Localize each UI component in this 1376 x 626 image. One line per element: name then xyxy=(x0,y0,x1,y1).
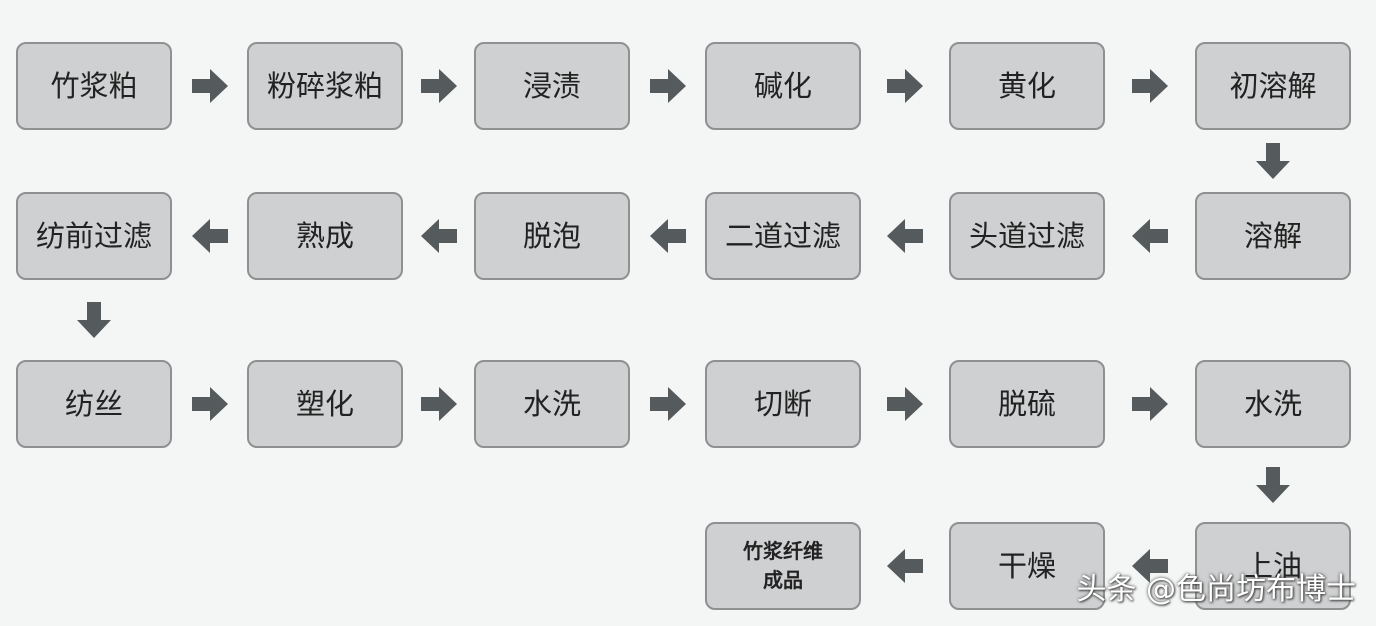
step-box-churongjie: 初溶解 xyxy=(1195,42,1351,130)
step-box-tuopao: 脱泡 xyxy=(474,192,630,280)
arrow-right-icon xyxy=(885,66,925,106)
step-box-zhujiangbo: 竹浆粕 xyxy=(16,42,172,130)
step-box-shangyou: 上油 xyxy=(1195,522,1351,610)
step-box-toudaoguolv: 头道过滤 xyxy=(949,192,1105,280)
step-box-huanghua: 黄化 xyxy=(949,42,1105,130)
arrow-left-icon xyxy=(885,546,925,586)
step-box-shuixi1: 水洗 xyxy=(474,360,630,448)
arrow-right-icon xyxy=(885,384,925,424)
arrow-left-icon xyxy=(190,216,230,256)
step-box-shucheng: 熟成 xyxy=(247,192,403,280)
step-box-suhua: 塑化 xyxy=(247,360,403,448)
arrow-right-icon xyxy=(190,384,230,424)
arrow-left-icon xyxy=(885,216,925,256)
arrow-right-icon xyxy=(419,384,459,424)
arrow-left-icon xyxy=(419,216,459,256)
arrow-left-icon xyxy=(1130,546,1170,586)
step-box-jinzi: 浸渍 xyxy=(474,42,630,130)
step-box-shuixi2: 水洗 xyxy=(1195,360,1351,448)
arrow-left-icon xyxy=(648,216,688,256)
arrow-right-icon xyxy=(1130,66,1170,106)
step-box-tuoliu: 脱硫 xyxy=(949,360,1105,448)
arrow-right-icon xyxy=(1130,384,1170,424)
arrow-left-icon xyxy=(1130,216,1170,256)
arrow-right-icon xyxy=(419,66,459,106)
step-box-chengpin: 竹浆纤维 成品 xyxy=(705,522,861,610)
arrow-right-icon xyxy=(190,66,230,106)
arrow-down-icon xyxy=(74,300,114,340)
step-box-erdaoguolv: 二道过滤 xyxy=(705,192,861,280)
step-box-jianhua: 碱化 xyxy=(705,42,861,130)
watermark: 头条 @色尚坊布博士 xyxy=(1076,572,1356,607)
step-box-fangqianguolv: 纺前过滤 xyxy=(16,192,172,280)
arrow-right-icon xyxy=(648,66,688,106)
step-box-qieduan: 切断 xyxy=(705,360,861,448)
step-box-ganzao: 干燥 xyxy=(949,522,1105,610)
step-box-fensuijiangbo: 粉碎浆粕 xyxy=(247,42,403,130)
step-box-fangsi: 纺丝 xyxy=(16,360,172,448)
step-box-rongjie: 溶解 xyxy=(1195,192,1351,280)
arrow-right-icon xyxy=(648,384,688,424)
arrow-down-icon xyxy=(1253,141,1293,181)
arrow-down-icon xyxy=(1253,465,1293,505)
